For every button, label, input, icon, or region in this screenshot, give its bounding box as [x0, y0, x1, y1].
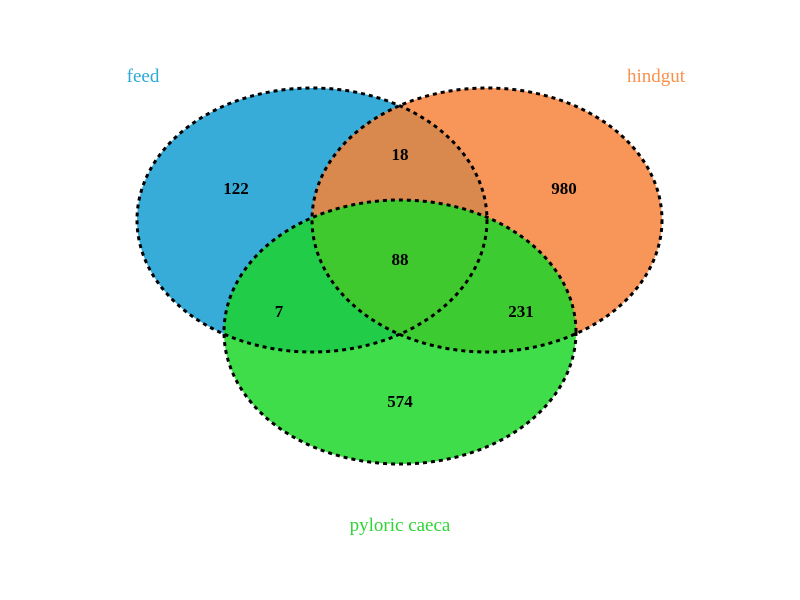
hindgut-outline — [310, 86, 664, 354]
pyloric-caeca-outline — [222, 198, 578, 466]
hindgut-pyloric-count: 231 — [508, 302, 534, 321]
hindgut-set-label: hindgut — [627, 66, 686, 87]
feed-set-label: feed — [127, 66, 160, 87]
feed-only-count: 122 — [223, 179, 249, 198]
feed-hindgut-count: 18 — [392, 145, 409, 164]
all-three-count: 88 — [392, 250, 409, 269]
feed-pyloric-count: 7 — [275, 302, 284, 321]
hindgut-only-count: 980 — [551, 179, 577, 198]
feed-outline — [135, 86, 489, 354]
pyloric-caeca-set-label: pyloric caeca — [350, 515, 451, 536]
pyloric-only-count: 574 — [387, 392, 413, 411]
all-three-overlap — [312, 200, 487, 352]
